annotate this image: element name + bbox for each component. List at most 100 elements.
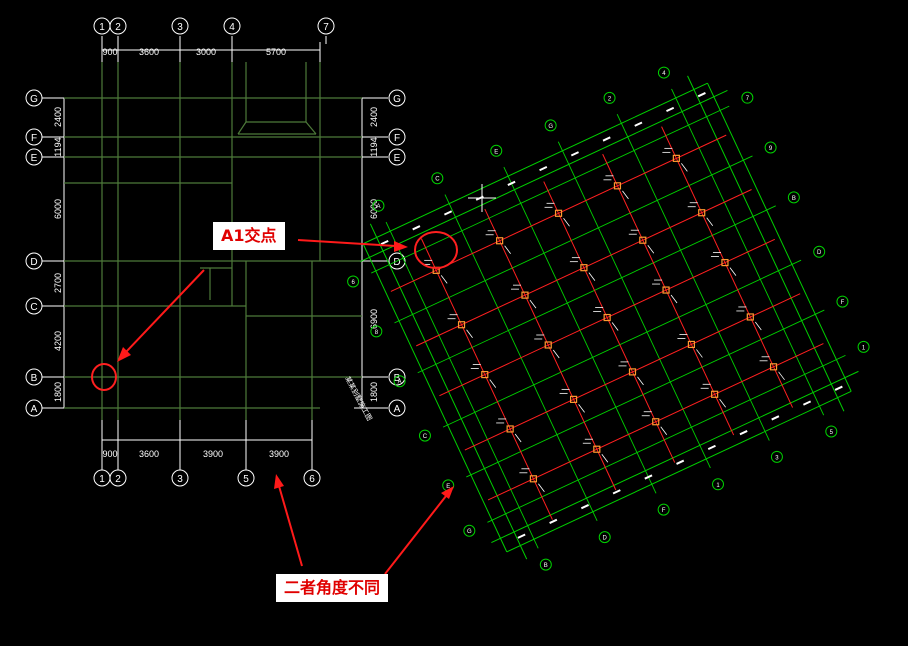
axis-bubble [388, 128, 406, 146]
dimension-text: 5700 [266, 47, 286, 57]
axis-bubble-label: C [435, 177, 440, 183]
axis-bubble [712, 478, 725, 491]
axis-bubble [223, 17, 241, 35]
axis-bubble [741, 91, 754, 104]
axis-bubble-label: E [446, 484, 450, 490]
a1-intersection-label: A1交点 [213, 222, 285, 250]
axis-bubble [171, 17, 189, 35]
dimension-text: 2400 [369, 107, 379, 127]
axis-bubble-label: 7 [323, 22, 329, 33]
axis-bubble [539, 558, 552, 571]
axis-bubble-label: B [544, 563, 548, 569]
axis-bubble-label: C [423, 434, 428, 440]
dimension-text: 1800 [53, 382, 63, 402]
axis-bubble-label: 6 [309, 474, 315, 485]
axis-bubble-label: B [792, 196, 796, 202]
axis-bubble [388, 252, 406, 270]
axis-bubble [431, 172, 444, 185]
dimension-text: 2700 [53, 273, 63, 293]
axis-bubble-label: F [394, 133, 400, 144]
axis-bubble [109, 469, 127, 487]
axis-bubble [25, 399, 43, 417]
axis-bubble-label: 5 [830, 430, 834, 436]
axis-bubble-label: D [393, 257, 400, 268]
axis-bubble-label: 9 [769, 146, 773, 152]
dimension-text: 3600 [139, 449, 159, 459]
axis-bubble [25, 252, 43, 270]
axis-bubble [25, 297, 43, 315]
axis-bubble [109, 17, 127, 35]
axis-bubble [237, 469, 255, 487]
dimension-text: 3600 [139, 47, 159, 57]
axis-bubble [25, 128, 43, 146]
axis-bubble-label: A [31, 404, 38, 415]
axis-bubble-label: F [841, 300, 845, 306]
dimension-text: 3900 [203, 449, 223, 459]
dimension-text: 1194 [369, 137, 379, 156]
axis-bubble-label: 3 [177, 22, 183, 33]
axis-bubble-label: E [394, 153, 401, 164]
axis-bubble-label: D [603, 536, 608, 542]
axis-bubble [764, 141, 777, 154]
axis-bubble-label: D [817, 250, 822, 256]
axis-bubble [490, 144, 503, 157]
axis-bubble [25, 89, 43, 107]
axis-bubble [463, 524, 476, 537]
axis-bubble [370, 325, 383, 338]
dimension-text: 3000 [196, 47, 216, 57]
axis-bubble-label: G [30, 94, 38, 105]
axis-bubble [388, 89, 406, 107]
axis-bubble [393, 375, 406, 388]
axis-bubble-label: 5 [243, 474, 249, 485]
axis-bubble-label: 4 [662, 71, 666, 77]
dimension-text: 3900 [269, 449, 289, 459]
axis-bubble [372, 199, 385, 212]
dimension-text: 1800 [369, 382, 379, 402]
red-arrows [117, 239, 454, 575]
a1-marker-left [91, 363, 117, 391]
axis-bubble-label: A [394, 404, 401, 415]
a1-marker-right [414, 231, 458, 269]
axis-bubble [25, 148, 43, 166]
axis-bubble-label: 2 [115, 474, 121, 485]
axis-bubble-label: 1 [99, 22, 105, 33]
axis-bubble-label: G [467, 529, 472, 535]
axis-bubble-label: 1 [99, 474, 105, 485]
left-floor-plan: 某某别墅施工图 [42, 36, 388, 470]
axis-bubble [836, 295, 849, 308]
axis-bubble [657, 503, 670, 516]
axis-bubble-label: G [548, 124, 553, 130]
axis-bubble [388, 148, 406, 166]
axis-bubble-label: 6 [351, 280, 355, 286]
axis-bubble [347, 275, 360, 288]
axis-bubble-label: A [376, 204, 380, 210]
axis-bubble-label: F [662, 508, 666, 514]
axis-bubble-label: 1 [862, 345, 866, 351]
axis-bubble-label: 2 [608, 96, 612, 102]
axis-bubble [787, 191, 800, 204]
axis-bubble [770, 450, 783, 463]
axis-bubble [598, 531, 611, 544]
dimension-text: 6000 [53, 199, 63, 219]
axis-bubble-label: B [394, 373, 401, 384]
axis-bubble [603, 91, 616, 104]
dimension-text: 1194 [53, 137, 63, 156]
axis-bubble-label: 4 [229, 22, 235, 33]
dimension-text: 4200 [53, 331, 63, 351]
axis-bubble-label: E [494, 149, 498, 155]
axis-bubble [388, 399, 406, 417]
axis-bubble-label: E [31, 153, 38, 164]
axis-bubble-label: F [31, 133, 37, 144]
axis-bubble-label: G [393, 94, 401, 105]
axis-bubble-label: 8 [375, 330, 379, 336]
axis-bubble [171, 469, 189, 487]
axis-bubble [388, 368, 406, 386]
axis-bubble [813, 245, 826, 258]
axis-bubble-label: 1 [716, 483, 720, 489]
dimension-text: 2400 [53, 107, 63, 127]
axis-bubble-label: 2 [115, 22, 121, 33]
axis-bubble-label: 3 [775, 455, 779, 461]
